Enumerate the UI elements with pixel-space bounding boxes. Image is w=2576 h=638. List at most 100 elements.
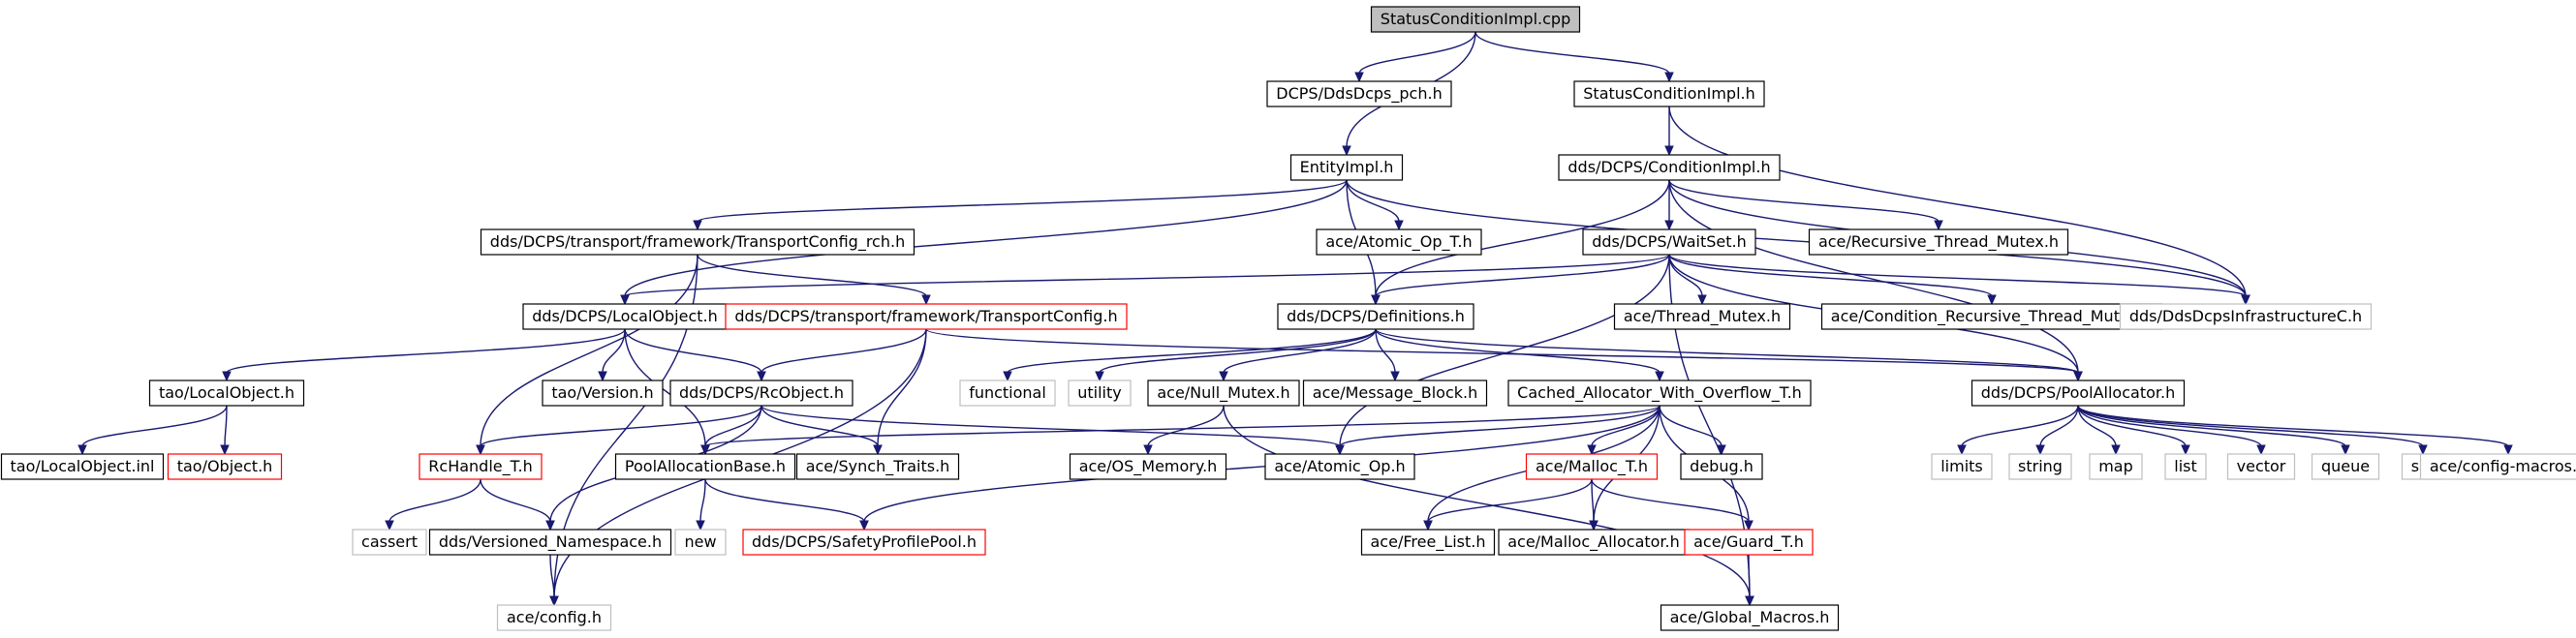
node-atomic_op[interactable]: ace/Atomic_Op.h: [1264, 453, 1415, 480]
node-box: [1684, 529, 1814, 556]
node-versioned[interactable]: dds/Versioned_Namespace.h: [428, 529, 672, 556]
node-label: ace/Atomic_Op_T.h: [1325, 232, 1472, 252]
node-tao_lo_inl[interactable]: tao/LocalObject.inl: [0, 453, 165, 480]
node-box: [1558, 154, 1781, 181]
node-label: ace/OS_Memory.h: [1079, 457, 1218, 476]
node-label: ace/Recursive_Thread_Mutex.h: [1818, 232, 2059, 252]
node-utility[interactable]: utility: [1068, 380, 1132, 407]
node-root[interactable]: StatusConditionImpl.cpp: [1370, 6, 1581, 33]
node-tao_obj[interactable]: tao/Object.h: [167, 453, 283, 480]
node-label: list: [2174, 457, 2197, 475]
node-box: [725, 303, 1128, 330]
edge-malloc_t-to-malloc_alloc: [1589, 478, 1598, 532]
node-pch[interactable]: DCPS/DdsDcps_pch.h: [1266, 80, 1452, 107]
nodes-layer: StatusConditionImpl.cppDCPS/DdsDcps_pch.…: [0, 6, 2576, 631]
edge-defs-to-poolalloc: [1375, 328, 2083, 382]
node-box: [1302, 380, 1488, 407]
edge-guard-to-globalmacros: [1745, 554, 1754, 607]
node-label: ace/Atomic_Op.h: [1274, 457, 1405, 476]
node-configmacros[interactable]: ace/config-macros.h: [2419, 453, 2576, 480]
edge-sci_h-to-infra: [1668, 106, 2250, 306]
node-poolalloc[interactable]: dds/DCPS/PoolAllocator.h: [1971, 380, 2186, 407]
node-condimpl[interactable]: dds/DCPS/ConditionImpl.h: [1558, 154, 1781, 181]
node-entity[interactable]: EntityImpl.h: [1289, 154, 1404, 181]
node-list[interactable]: list: [2164, 453, 2207, 480]
node-sci_h[interactable]: StatusConditionImpl.h: [1573, 80, 1765, 107]
edge-poolalloc-to-string: [2035, 405, 2079, 456]
edge-cached-to-debug: [1659, 405, 1726, 456]
node-box: [1613, 303, 1791, 330]
node-tc_rch[interactable]: dds/DCPS/transport/framework/TransportCo…: [480, 228, 916, 256]
node-box: [1277, 303, 1474, 330]
node-label: cassert: [361, 532, 418, 551]
node-label: dds/DCPS/PoolAllocator.h: [1981, 383, 2175, 402]
node-malloc_alloc[interactable]: ace/Malloc_Allocator.h: [1498, 529, 1690, 556]
node-queue[interactable]: queue: [2311, 453, 2380, 480]
node-synch[interactable]: ace/Synch_Traits.h: [795, 453, 960, 480]
node-label: limits: [1940, 457, 1983, 475]
node-box: [1068, 380, 1132, 407]
node-globalmacros[interactable]: ace/Global_Macros.h: [1660, 604, 1840, 631]
edge-condimpl-to-rec_mutex: [1668, 179, 1943, 231]
node-box: [1525, 453, 1659, 480]
edge-poolalloc-to-map: [2077, 405, 2121, 456]
node-debug[interactable]: debug.h: [1680, 453, 1763, 480]
node-malloc_t[interactable]: ace/Malloc_T.h: [1525, 453, 1659, 480]
node-waitset[interactable]: dds/DCPS/WaitSet.h: [1582, 228, 1756, 256]
edge-pab-to-safetypool: [704, 478, 869, 532]
node-rec_mutex[interactable]: ace/Recursive_Thread_Mutex.h: [1808, 228, 2069, 256]
node-localobj[interactable]: dds/DCPS/LocalObject.h: [522, 303, 728, 330]
node-tao_lo[interactable]: tao/LocalObject.h: [148, 380, 305, 407]
edge-tao_lo-to-tao_obj: [220, 405, 230, 456]
node-box: [428, 529, 672, 556]
node-box: [674, 529, 727, 556]
node-box: [1971, 380, 2186, 407]
edge-localobj-to-rcobj: [624, 328, 766, 382]
node-nullmutex[interactable]: ace/Null_Mutex.h: [1147, 380, 1300, 407]
node-freelist[interactable]: ace/Free_List.h: [1360, 529, 1496, 556]
node-cassert[interactable]: cassert: [352, 529, 427, 556]
edge-tc-to-rcobj: [757, 328, 927, 382]
node-new[interactable]: new: [674, 529, 727, 556]
node-label: ace/Null_Mutex.h: [1157, 383, 1289, 403]
node-label: functional: [969, 383, 1046, 402]
edge-defs-to-msgblock: [1375, 328, 1400, 382]
node-defs[interactable]: dds/DCPS/Definitions.h: [1277, 303, 1474, 330]
node-box: [1931, 453, 1993, 480]
node-label: utility: [1077, 383, 1122, 402]
node-cached[interactable]: Cached_Allocator_With_Overflow_T.h: [1507, 380, 1812, 407]
node-tao_ver[interactable]: tao/Version.h: [542, 380, 664, 407]
node-functional[interactable]: functional: [959, 380, 1056, 407]
node-box: [2164, 453, 2207, 480]
edge-defs-to-nullmutex: [1219, 328, 1377, 382]
node-rcobj[interactable]: dds/DCPS/RcObject.h: [669, 380, 853, 407]
node-box: [1266, 80, 1452, 107]
node-string[interactable]: string: [2008, 453, 2072, 480]
edge-nullmutex-to-globalmacros: [1223, 405, 1754, 607]
node-label: ace/Malloc_Allocator.h: [1507, 532, 1680, 552]
node-label: ace/Free_List.h: [1371, 532, 1486, 552]
node-box: [167, 453, 283, 480]
node-osmem[interactable]: ace/OS_Memory.h: [1069, 453, 1227, 480]
node-msgblock[interactable]: ace/Message_Block.h: [1302, 380, 1488, 407]
node-label: tao/Version.h: [551, 383, 653, 402]
node-box: [1069, 453, 1227, 480]
node-thread_mutex[interactable]: ace/Thread_Mutex.h: [1613, 303, 1791, 330]
node-box: [614, 453, 796, 480]
node-cond_rec[interactable]: ace/Condition_Recursive_Thread_Mutex.h: [1820, 303, 2163, 330]
node-limits[interactable]: limits: [1931, 453, 1993, 480]
node-guard[interactable]: ace/Guard_T.h: [1684, 529, 1814, 556]
node-map[interactable]: map: [2089, 453, 2143, 480]
node-label: dds/DCPS/WaitSet.h: [1592, 232, 1747, 251]
node-safetypool[interactable]: dds/DCPS/SafetyProfilePool.h: [742, 529, 986, 556]
node-vector[interactable]: vector: [2226, 453, 2296, 480]
node-box: [2119, 303, 2373, 330]
node-rchandle[interactable]: RcHandle_T.h: [419, 453, 543, 480]
edge-rcobj-to-rchandle: [476, 405, 762, 456]
node-atomic_op_t[interactable]: ace/Atomic_Op_T.h: [1316, 228, 1482, 256]
node-pab[interactable]: PoolAllocationBase.h: [614, 453, 796, 480]
node-tc[interactable]: dds/DCPS/transport/framework/TransportCo…: [725, 303, 1128, 330]
edge-cached-to-pab: [700, 405, 1660, 456]
node-infra[interactable]: dds/DdsDcpsInfrastructureC.h: [2119, 303, 2373, 330]
node-aceconfig[interactable]: ace/config.h: [496, 604, 612, 631]
